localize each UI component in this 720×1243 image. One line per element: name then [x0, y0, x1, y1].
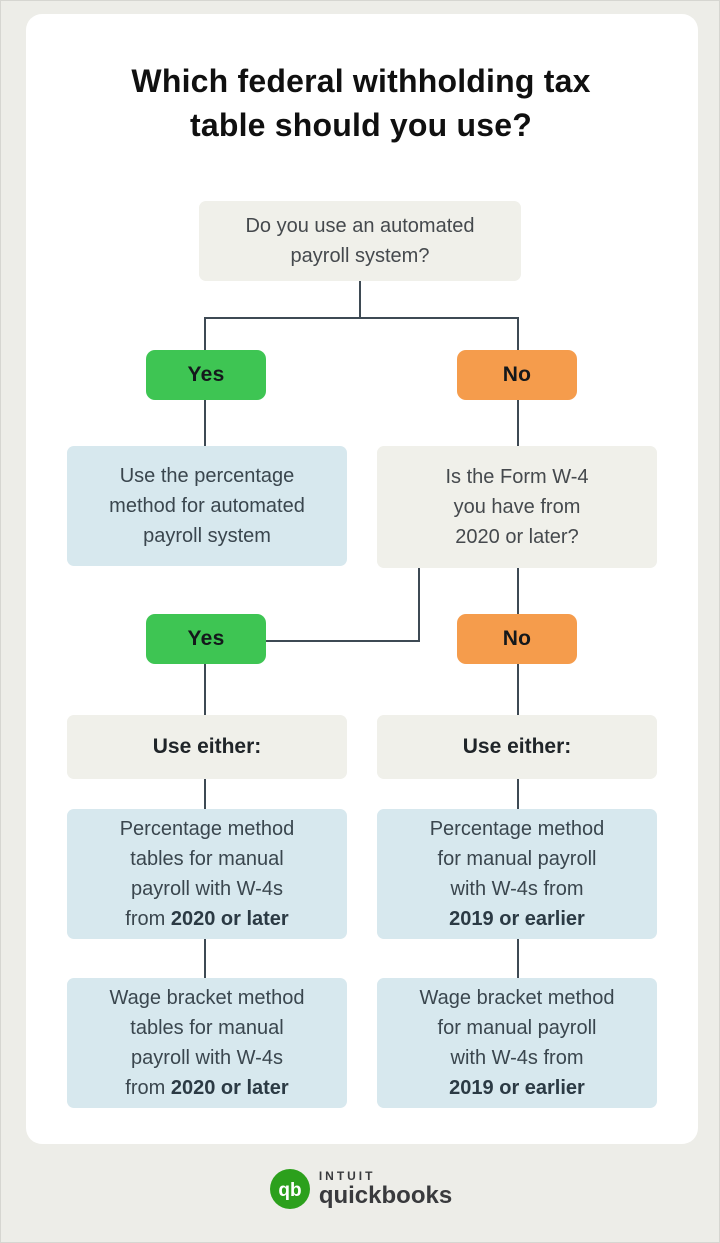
yes-label-branch2: Yes: [146, 614, 266, 664]
connector-use-either-left-down: [204, 778, 206, 810]
result-box-percentage-2020: Percentage method tables for manual payr…: [67, 809, 347, 939]
result-pct-2020-line1: Percentage method: [119, 818, 295, 840]
result-wage-2019-line1: Wage bracket method: [419, 987, 615, 1009]
no-label-branch2-text: No: [502, 627, 532, 650]
result-wage-2020-line3: payroll with W-4s: [131, 1047, 283, 1069]
result-box-wage-bracket-2019: Wage bracket method for manual payroll w…: [377, 978, 657, 1108]
result-box-percentage-2019: Percentage method for manual payroll wit…: [377, 809, 657, 939]
use-either-left-text: Use either:: [152, 735, 262, 758]
result-wage-2020-line1: Wage bracket method: [109, 987, 305, 1009]
result-pct-2019-line3: with W-4s from: [450, 878, 584, 900]
page-title-line1: Which federal withholding tax: [131, 63, 591, 99]
result-pct-2019-line4-bold: 2019 or earlier: [449, 908, 585, 930]
result-wage-2020-line4: from 2020 or later: [125, 1073, 288, 1103]
intuit-wordmark: INTUIT: [318, 1168, 376, 1183]
yes-label-branch1-text: Yes: [187, 363, 225, 386]
result-wage-2019-line3: with W-4s from: [450, 1047, 584, 1069]
quickbooks-icon: qb: [269, 1169, 310, 1209]
result-wage-2019-line4-bold: 2019 or earlier: [449, 1077, 585, 1099]
question2-line1: Is the Form W-4: [445, 466, 589, 488]
connector-q2-yes-drop: [418, 567, 420, 642]
qb-monogram-text: qb: [278, 1180, 301, 1201]
result-wage-2019-line2: for manual payroll: [437, 1017, 597, 1039]
result-pct-2019-line2: for manual payroll: [437, 848, 597, 870]
yes-label-branch2-text: Yes: [187, 627, 225, 650]
connector-yes2-to-use-either: [204, 663, 206, 716]
brand-wordmark: INTUIT quickbooks: [318, 1168, 453, 1209]
connector-no2-to-use-either: [517, 663, 519, 716]
connector-branch1-horizontal: [204, 317, 519, 319]
use-either-right-text: Use either:: [462, 735, 572, 758]
connector-branch1-no-drop: [517, 317, 519, 352]
result-box-percentage-automated: Use the percentage method for automated …: [67, 446, 347, 566]
use-either-box-right: Use either:: [377, 715, 657, 779]
connector-q2-no-drop: [517, 567, 519, 615]
quickbooks-wordmark: quickbooks: [318, 1181, 453, 1209]
question2-line3: 2020 or later?: [455, 526, 579, 548]
result-pct-2020-line2: tables for manual: [130, 848, 284, 870]
page-title-line2: table should you use?: [189, 107, 532, 143]
result-pct-2019-line4: 2019 or earlier: [449, 904, 585, 934]
auto-result-line2: method for automated: [109, 495, 305, 517]
result-pct-2020-line4-pre: from: [125, 908, 171, 930]
result-wage-2020-line2: tables for manual: [130, 1017, 284, 1039]
result-wage-2020-line4-bold: 2020 or later: [170, 1077, 289, 1099]
page-title: Which federal withholding tax table shou…: [61, 59, 661, 147]
no-label-branch1-text: No: [502, 363, 532, 386]
auto-result-line3: payroll system: [143, 525, 271, 547]
flowchart-card: [26, 14, 698, 1144]
quickbooks-logo: qb INTUIT quickbooks: [1, 1168, 719, 1209]
question2-line2: you have from: [453, 496, 581, 518]
result-pct-2020-line4: from 2020 or later: [125, 904, 288, 934]
question1-line1: Do you use an automated: [245, 215, 475, 237]
result-pct-2020-line3: payroll with W-4s: [131, 878, 283, 900]
connector-right-results: [517, 938, 519, 979]
auto-result-line1: Use the percentage: [119, 465, 295, 487]
result-wage-2020-line4-pre: from: [125, 1077, 171, 1099]
result-wage-2019-line4: 2019 or earlier: [449, 1073, 585, 1103]
connector-yes1-to-result: [204, 399, 206, 447]
connector-left-results: [204, 938, 206, 979]
connector-q2-yes-elbow: [265, 640, 420, 642]
use-either-box-left: Use either:: [67, 715, 347, 779]
result-pct-2020-line4-bold: 2020 or later: [170, 908, 289, 930]
yes-label-branch1: Yes: [146, 350, 266, 400]
question-box-automated-payroll: Do you use an automated payroll system?: [199, 201, 521, 281]
connector-use-either-right-down: [517, 778, 519, 810]
result-pct-2019-line1: Percentage method: [429, 818, 605, 840]
connector-branch1-yes-drop: [204, 317, 206, 352]
no-label-branch1: No: [457, 350, 577, 400]
question1-line2: payroll system?: [290, 245, 430, 267]
connector-no1-to-q2: [517, 399, 519, 447]
no-label-branch2: No: [457, 614, 577, 664]
question-box-w4-year: Is the Form W-4 you have from 2020 or la…: [377, 446, 657, 568]
result-box-wage-bracket-2020: Wage bracket method tables for manual pa…: [67, 978, 347, 1108]
connector-q1-stem: [359, 281, 361, 319]
